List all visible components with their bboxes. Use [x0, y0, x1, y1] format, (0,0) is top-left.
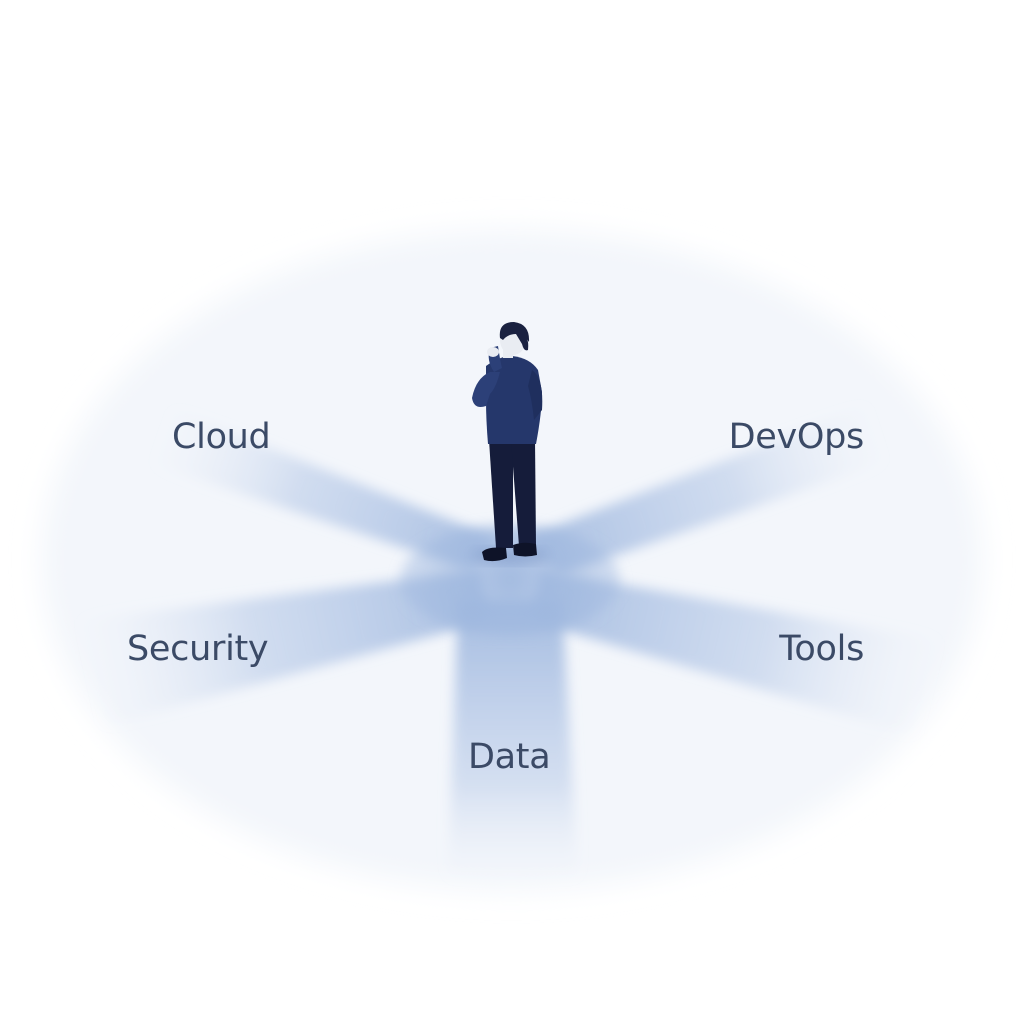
- path-security[interactable]: [80, 570, 490, 730]
- path-devops[interactable]: [520, 400, 890, 575]
- path-tools[interactable]: [530, 570, 940, 740]
- label-tools[interactable]: Tools: [779, 629, 864, 669]
- crossroads-hub: [400, 525, 620, 635]
- path-cloud[interactable]: [140, 400, 500, 570]
- label-security[interactable]: Security: [127, 629, 269, 669]
- label-devops[interactable]: DevOps: [728, 417, 865, 457]
- label-cloud[interactable]: Cloud: [172, 417, 271, 457]
- path-data[interactable]: [448, 600, 578, 880]
- label-data[interactable]: Data: [468, 737, 551, 777]
- person-thinking-icon: [472, 322, 548, 564]
